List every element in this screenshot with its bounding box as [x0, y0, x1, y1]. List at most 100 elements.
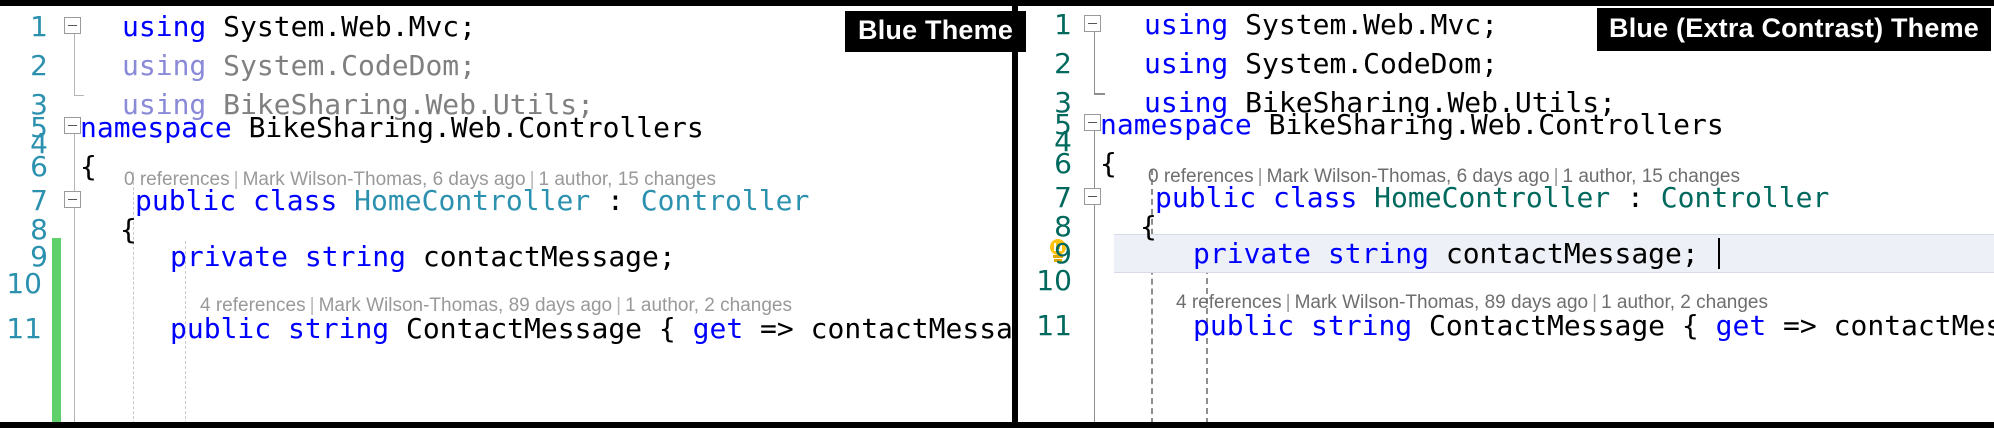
code-text: using System.CodeDom;: [122, 46, 476, 85]
outlining-guide-usings: [1094, 32, 1095, 94]
code-line-9[interactable]: 9 private string contactMessage;: [1018, 234, 1994, 273]
code-text: public class HomeController : Controller: [1155, 178, 1829, 217]
codelens-adornment-class[interactable]: 0 references |Mark Wilson-Thomas, 6 days …: [124, 166, 716, 194]
codelens-references[interactable]: 0 references: [1148, 166, 1254, 187]
theme-label-blue: Blue Theme: [845, 11, 1027, 52]
panel-blue-theme: 1 using System.Web.Mvc; 2 using System.C…: [0, 6, 1014, 422]
code-line-11[interactable]: 11 public string ContactMessage { get =>…: [1018, 306, 1994, 345]
fold-toggle-usings[interactable]: [1084, 15, 1101, 32]
code-line-3[interactable]: 3 using BikeSharing.Web.Utils;: [0, 85, 1014, 124]
line-number: 2: [30, 49, 48, 82]
code-line-8[interactable]: 8 {: [0, 210, 1014, 249]
line-number: 8: [30, 213, 48, 246]
token-arrow-expression: => contactMessage: [760, 312, 1014, 345]
codelens-references[interactable]: 4 references: [200, 295, 306, 316]
codelens-separator: |: [1592, 292, 1598, 313]
codelens-references[interactable]: 4 references: [1176, 292, 1282, 313]
token-keyword-get: get: [1715, 309, 1767, 342]
token-field-name: contactMessage;: [406, 240, 676, 273]
codelens-changes[interactable]: 1 author, 15 changes: [538, 169, 716, 190]
code-line-4[interactable]: 4: [0, 124, 1014, 163]
line-number: 7: [30, 184, 48, 217]
code-line-10[interactable]: 10: [0, 264, 1014, 303]
code-text: using System.Web.Mvc;: [122, 7, 476, 46]
token-namespace-path: System.Web.Mvc;: [206, 10, 477, 43]
codelens-separator: |: [529, 169, 535, 190]
code-line-10[interactable]: 10: [1018, 261, 1994, 300]
outlining-guide-usings-foot: [1094, 93, 1105, 95]
code-line-7[interactable]: 7 public class HomeController : Controll…: [0, 181, 1014, 220]
code-text: using System.CodeDom;: [1144, 44, 1498, 83]
code-line-7[interactable]: 7 public class HomeController : Controll…: [1018, 178, 1994, 217]
codelens-adornment-property[interactable]: 4 references |Mark Wilson-Thomas, 89 days…: [1176, 289, 1768, 317]
code-line-5[interactable]: 5 namespace BikeSharing.Web.Controllers: [1018, 105, 1994, 144]
code-line-6[interactable]: 6 {: [1018, 144, 1994, 183]
theme-label-blue-extra-contrast: Blue (Extra Contrast) Theme: [1597, 8, 1991, 51]
codelens-author[interactable]: Mark Wilson-Thomas, 89 days ago: [318, 295, 613, 316]
code-text: using System.Web.Mvc;: [1144, 6, 1498, 44]
fold-toggle-namespace[interactable]: [1084, 114, 1101, 131]
code-line-2[interactable]: 2 using System.CodeDom;: [1018, 44, 1994, 83]
fold-toggle-class[interactable]: [64, 191, 81, 208]
outlining-guide-usings: [74, 34, 75, 96]
token-keyword-public: public: [170, 312, 272, 345]
top-border-rail: [0, 0, 1994, 6]
codelens-references[interactable]: 0 references: [124, 169, 230, 190]
code-line-11[interactable]: 11 public string ContactMessage { get =>…: [0, 309, 1014, 348]
codelens-changes[interactable]: 1 author, 2 changes: [625, 295, 792, 316]
token-keyword-private: private: [170, 240, 289, 273]
token-keyword-using: using: [122, 49, 207, 82]
code-editor-left[interactable]: 1 using System.Web.Mvc; 2 using System.C…: [0, 6, 1014, 422]
code-line-2[interactable]: 2 using System.CodeDom;: [0, 46, 1014, 85]
token-brace: {: [1140, 210, 1157, 243]
codelens-author[interactable]: Mark Wilson-Thomas, 6 days ago: [242, 169, 526, 190]
outlining-guide-usings-foot: [74, 95, 84, 96]
token-keyword-class: class: [1273, 181, 1358, 214]
code-text: {: [1140, 207, 1157, 246]
line-number: 4: [1054, 125, 1072, 158]
code-line-1[interactable]: 1 using System.Web.Mvc;: [1018, 6, 1994, 44]
code-line-9[interactable]: 9 private string contactMessage;: [0, 237, 1014, 276]
token-type-controller: Controller: [1660, 181, 1830, 214]
code-line-5[interactable]: 5 namespace BikeSharing.Web.Controllers: [0, 108, 1014, 147]
token-type-controller: Controller: [640, 184, 810, 217]
line-number: 3: [30, 88, 48, 121]
code-text: {: [1100, 144, 1117, 183]
codelens-adornment-class[interactable]: 0 references|Mark Wilson-Thomas, 6 days …: [1148, 163, 1740, 191]
lightbulb-filament: [1054, 243, 1062, 251]
token-arrow-expression: => contactMessage: [1783, 309, 1994, 342]
fold-toggle-usings[interactable]: [64, 17, 81, 34]
code-line-6[interactable]: 6 {: [0, 147, 1014, 186]
token-field-name: contactMessage;: [1429, 237, 1699, 270]
outlining-guide-namespace: [74, 134, 75, 422]
token-keyword-string: string: [1327, 237, 1430, 270]
line-number: 9: [1054, 237, 1072, 270]
codelens-author[interactable]: Mark Wilson-Thomas, 6 days ago: [1266, 166, 1550, 187]
token-colon: :: [590, 184, 641, 217]
codelens-separator: |: [616, 295, 622, 316]
code-line-1[interactable]: 1 using System.Web.Mvc;: [0, 7, 1014, 46]
line-number: 11: [1036, 309, 1072, 342]
code-line-3[interactable]: 3 using BikeSharing.Web.Utils;: [1018, 83, 1994, 122]
lightbulb-icon[interactable]: [1048, 239, 1068, 265]
token-keyword-string: string: [1311, 309, 1413, 342]
lightbulb-base-1: [1053, 255, 1063, 258]
code-line-8[interactable]: 8 {: [1018, 207, 1994, 246]
codelens-changes[interactable]: 1 author, 2 changes: [1601, 292, 1768, 313]
token-namespace-name: BikeSharing.Web.Controllers: [1251, 108, 1724, 141]
fold-toggle-class[interactable]: [1084, 188, 1101, 205]
code-editor-right[interactable]: 1 using System.Web.Mvc; 2 using System.C…: [1018, 6, 1994, 422]
fold-toggle-namespace[interactable]: [64, 117, 81, 134]
code-text: using BikeSharing.Web.Utils;: [1144, 83, 1616, 122]
codelens-changes[interactable]: 1 author, 15 changes: [1562, 166, 1740, 187]
codelens-author[interactable]: Mark Wilson-Thomas, 89 days ago: [1294, 292, 1589, 313]
token-brace: {: [80, 150, 97, 183]
line-number: 6: [30, 150, 48, 183]
token-keyword-namespace: namespace: [80, 111, 232, 144]
code-line-4[interactable]: 4: [1018, 122, 1994, 161]
token-keyword-class: class: [253, 184, 338, 217]
codelens-adornment-property[interactable]: 4 references |Mark Wilson-Thomas, 89 days…: [200, 292, 792, 320]
git-change-bar: [52, 238, 61, 422]
line-number: 5: [1054, 108, 1072, 141]
